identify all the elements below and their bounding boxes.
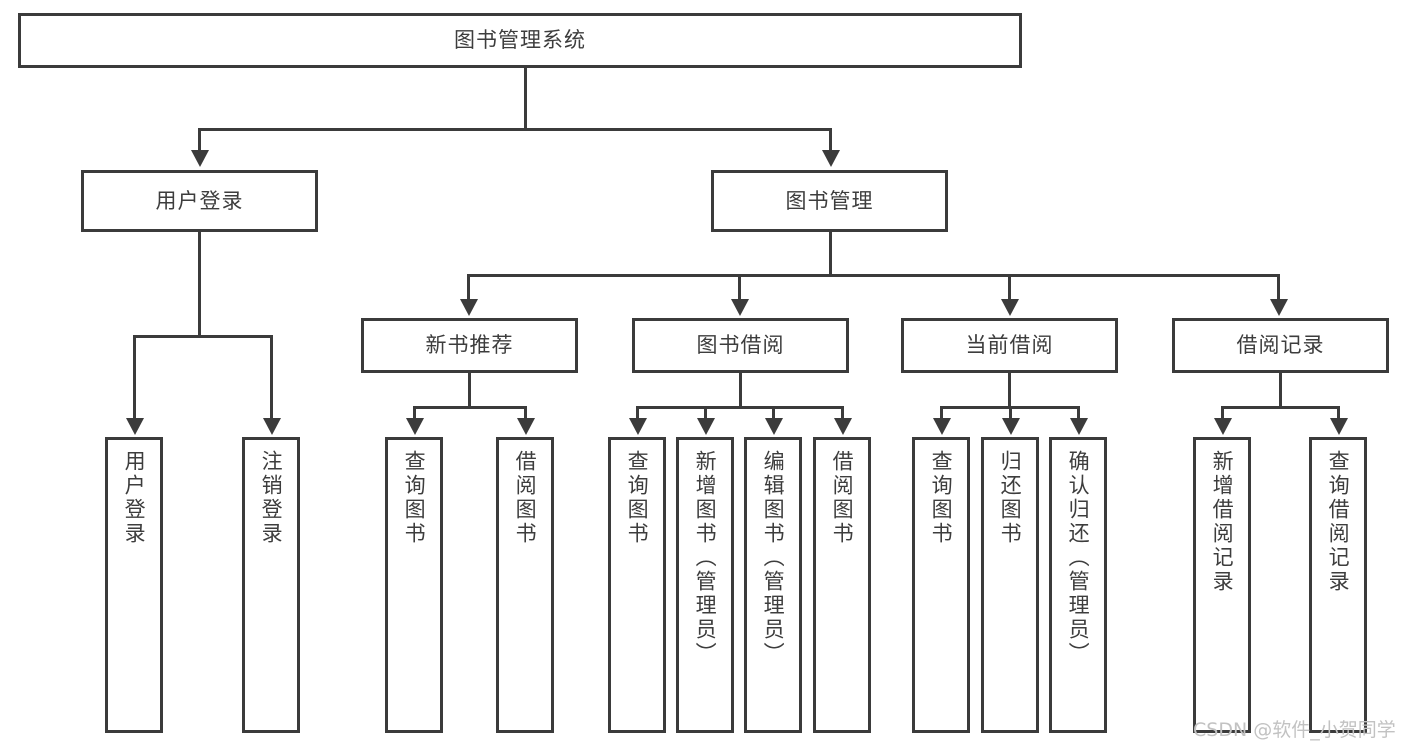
arrowhead-user-login <box>191 150 209 167</box>
connector-drop-leaf-nbr-2 <box>524 406 527 420</box>
node-label: 图书借阅 <box>696 333 785 358</box>
leaf-node-bb-add-book-admin[interactable]: 新增图书（管理员） <box>676 437 734 733</box>
node-book-borrow[interactable]: 图书借阅 <box>632 318 849 373</box>
connector-drop-leaf-cb-1 <box>940 406 943 420</box>
arrowhead-leaf-bb-4 <box>834 418 852 435</box>
arrowhead-leaf-cb-1 <box>933 418 951 435</box>
connector-user-login-stem <box>198 232 201 335</box>
leaf-node-br-query-record[interactable]: 查询借阅记录 <box>1309 437 1367 733</box>
connector-drop-leaf-bb-2 <box>704 406 707 420</box>
arrowhead-new-book-recommend <box>460 299 478 316</box>
leaf-node-cb-return-book[interactable]: 归还图书 <box>981 437 1039 733</box>
node-label: 查询图书 <box>402 450 427 546</box>
connector-drop-new-book-recommend <box>467 274 470 301</box>
node-label: 用户登录 <box>155 188 244 213</box>
arrowhead-leaf-cb-3 <box>1070 418 1088 435</box>
arrowhead-leaf-cb-2 <box>1002 418 1020 435</box>
arrowhead-current-borrow <box>1001 299 1019 316</box>
arrowhead-borrow-record <box>1270 299 1288 316</box>
leaf-node-nbr-query-book[interactable]: 查询图书 <box>385 437 443 733</box>
node-label: 当前借阅 <box>965 333 1054 358</box>
connector-borrow-record-bus <box>1221 406 1340 409</box>
connector-borrow-record-stem <box>1279 373 1282 406</box>
node-label: 借阅图书 <box>830 450 855 546</box>
connector-drop-book-borrow <box>738 274 741 301</box>
connector-user-login-bus <box>133 335 273 338</box>
connector-new-book-recommend-stem <box>468 373 471 406</box>
node-label: 图书管理系统 <box>454 28 586 53</box>
connector-drop-leaf-bb-1 <box>636 406 639 420</box>
connector-drop-current-borrow <box>1008 274 1011 301</box>
node-current-borrow[interactable]: 当前借阅 <box>901 318 1118 373</box>
connector-drop-leaf-nbr-1 <box>413 406 416 420</box>
connector-root-stem <box>524 68 527 128</box>
node-label: 借阅记录 <box>1236 333 1325 358</box>
arrowhead-leaf-br-2 <box>1330 418 1348 435</box>
arrowhead-leaf-user-login-2 <box>263 418 281 435</box>
leaf-node-user-login-login[interactable]: 用户登录 <box>105 437 163 733</box>
node-label: 图书管理 <box>785 188 874 213</box>
leaf-node-bb-edit-book-admin[interactable]: 编辑图书（管理员） <box>744 437 802 733</box>
connector-current-borrow-stem <box>1008 373 1011 406</box>
node-label: 新增图书（管理员） <box>693 450 718 666</box>
connector-drop-book-management <box>829 128 832 152</box>
connector-drop-leaf-user-login-2 <box>270 335 273 420</box>
node-new-book-recommend[interactable]: 新书推荐 <box>361 318 578 373</box>
node-label: 查询图书 <box>929 450 954 546</box>
node-book-management[interactable]: 图书管理 <box>711 170 948 232</box>
node-label: 新增借阅记录 <box>1210 450 1235 594</box>
arrowhead-leaf-bb-1 <box>629 418 647 435</box>
watermark-text: CSDN @软件_小贺同学 <box>1193 719 1396 741</box>
node-label: 注销登录 <box>259 450 284 546</box>
connector-drop-borrow-record <box>1277 274 1280 301</box>
connector-drop-leaf-bb-4 <box>841 406 844 420</box>
node-label: 归还图书 <box>998 450 1023 546</box>
arrowhead-leaf-br-1 <box>1214 418 1232 435</box>
connector-drop-leaf-br-1 <box>1221 406 1224 420</box>
arrowhead-book-management <box>822 150 840 167</box>
node-label: 用户登录 <box>122 450 147 546</box>
connector-level3-bus <box>467 274 1280 277</box>
connector-drop-leaf-user-login-1 <box>133 335 136 420</box>
node-label: 新书推荐 <box>425 333 514 358</box>
node-label: 确认归还（管理员） <box>1066 450 1091 666</box>
leaf-node-bb-query-book[interactable]: 查询图书 <box>608 437 666 733</box>
arrowhead-book-borrow <box>731 299 749 316</box>
connector-drop-user-login <box>198 128 201 152</box>
leaf-node-bb-borrow-book[interactable]: 借阅图书 <box>813 437 871 733</box>
arrowhead-leaf-nbr-1 <box>406 418 424 435</box>
node-borrow-record[interactable]: 借阅记录 <box>1172 318 1389 373</box>
connector-book-borrow-bus <box>636 406 844 409</box>
leaf-node-nbr-borrow-book[interactable]: 借阅图书 <box>496 437 554 733</box>
leaf-node-cb-query-book[interactable]: 查询图书 <box>912 437 970 733</box>
connector-new-book-recommend-bus <box>413 406 527 409</box>
connector-drop-leaf-bb-3 <box>772 406 775 420</box>
node-label: 借阅图书 <box>513 450 538 546</box>
node-label: 查询图书 <box>625 450 650 546</box>
node-root-book-management-system[interactable]: 图书管理系统 <box>18 13 1022 68</box>
leaf-node-br-add-record[interactable]: 新增借阅记录 <box>1193 437 1251 733</box>
arrowhead-leaf-user-login-1 <box>126 418 144 435</box>
connector-drop-leaf-br-2 <box>1337 406 1340 420</box>
connector-book-management-stem <box>829 232 832 274</box>
leaf-node-cb-confirm-return-admin[interactable]: 确认归还（管理员） <box>1049 437 1107 733</box>
connector-drop-leaf-cb-3 <box>1077 406 1080 420</box>
connector-book-borrow-stem <box>739 373 742 406</box>
node-label: 查询借阅记录 <box>1326 450 1351 594</box>
connector-drop-leaf-cb-2 <box>1009 406 1012 420</box>
connector-level2-bus <box>198 128 832 131</box>
arrowhead-leaf-bb-3 <box>765 418 783 435</box>
node-user-login[interactable]: 用户登录 <box>81 170 318 232</box>
node-label: 编辑图书（管理员） <box>761 450 786 666</box>
arrowhead-leaf-bb-2 <box>697 418 715 435</box>
arrowhead-leaf-nbr-2 <box>517 418 535 435</box>
leaf-node-user-login-logout[interactable]: 注销登录 <box>242 437 300 733</box>
